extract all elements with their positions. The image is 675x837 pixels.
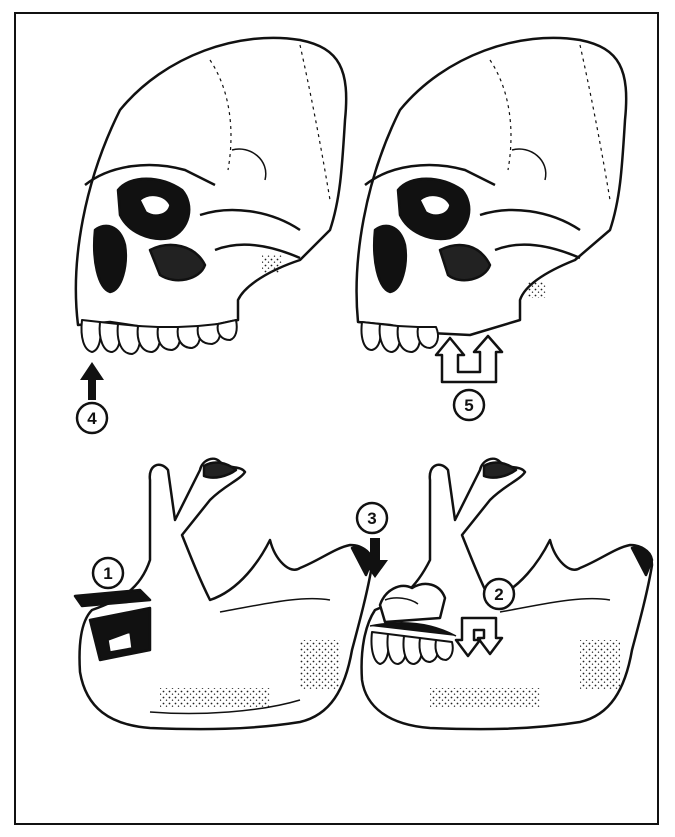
mandible-left (75, 459, 372, 729)
svg-text:4: 4 (87, 409, 97, 428)
svg-text:2: 2 (494, 585, 503, 604)
marker-5: 5 (454, 390, 484, 420)
marker-1: 1 (93, 558, 123, 588)
skull-left (76, 38, 346, 354)
skull-right (357, 38, 627, 352)
arrow-up-4 (80, 362, 104, 400)
svg-text:3: 3 (367, 509, 376, 528)
svg-text:1: 1 (103, 564, 112, 583)
arrows-up-5 (436, 336, 502, 382)
svg-text:5: 5 (464, 396, 473, 415)
marker-2: 2 (484, 579, 514, 609)
marker-3: 3 (357, 503, 387, 533)
marker-4: 4 (77, 403, 107, 433)
